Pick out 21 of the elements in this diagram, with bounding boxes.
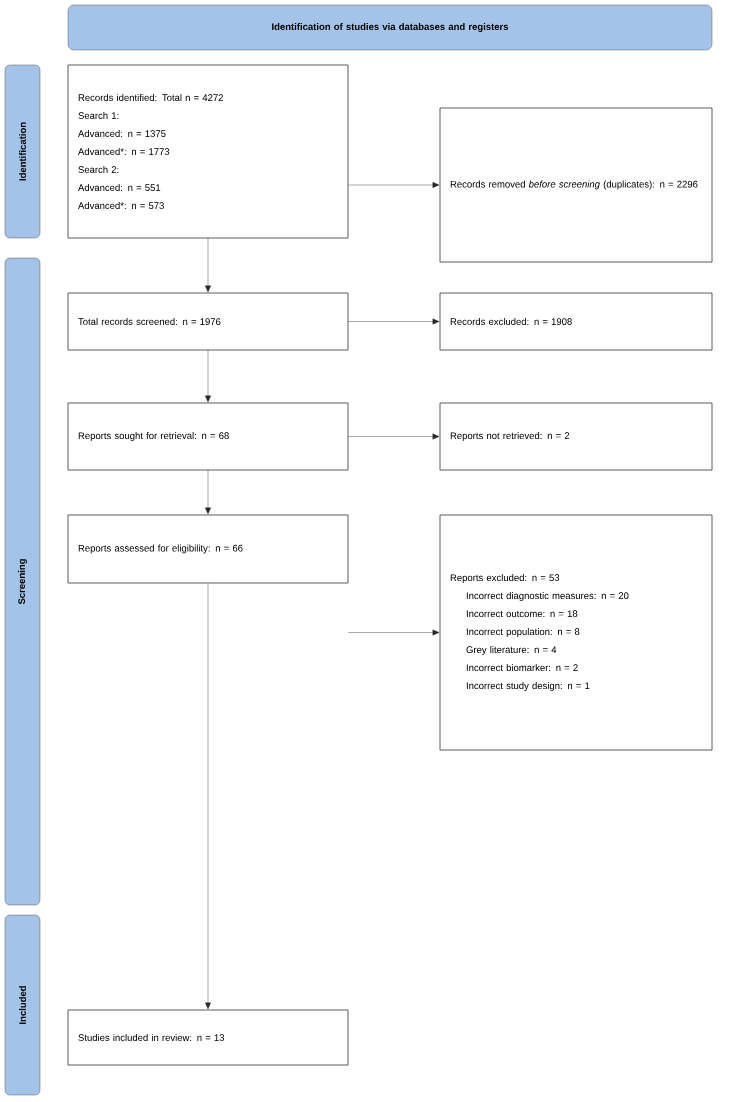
process-box: Records removed before screening (duplicates): n = 2296: [439, 107, 713, 263]
process-box: Reports sought for retrieval: n = 68: [67, 402, 349, 471]
arrow: [205, 238, 211, 293]
process-box: Reports excluded: n = 53 Incorrect diagnostic measures: n = 20 Incorrect outcome: n = 18 Incorrect population: n = 8 Grey literature: n = 4 Incorrect biomarker: n = 2 Incorrect study design: n = 1: [439, 514, 713, 751]
arrow: [348, 318, 440, 325]
arrow: [348, 182, 440, 188]
process-box: Reports assessed for eligibility: n = 66: [67, 514, 349, 584]
arrow: [348, 629, 440, 636]
phase-band: Included: [4, 914, 41, 1096]
header-band: Identification of studies via databases and registers: [67, 4, 713, 51]
phase-band: Identification: [4, 64, 41, 239]
process-box: Studies included in review: n = 13: [67, 1009, 349, 1066]
arrow: [205, 350, 211, 403]
arrow: [205, 470, 211, 515]
process-box: Total records screened: n = 1976: [67, 292, 349, 351]
phase-band: Screening: [4, 257, 41, 906]
process-box: Records excluded: n = 1908: [439, 292, 713, 351]
process-box: Records identified: Total n = 4272 Search 1: Advanced: n = 1375 Advanced*: n = 1773 Search 2: Advanced: n = 551 Advanced*: n = 573: [67, 64, 349, 239]
arrow: [205, 583, 211, 1010]
process-box: Reports not retrieved: n = 2: [439, 402, 713, 471]
arrow: [348, 433, 440, 440]
